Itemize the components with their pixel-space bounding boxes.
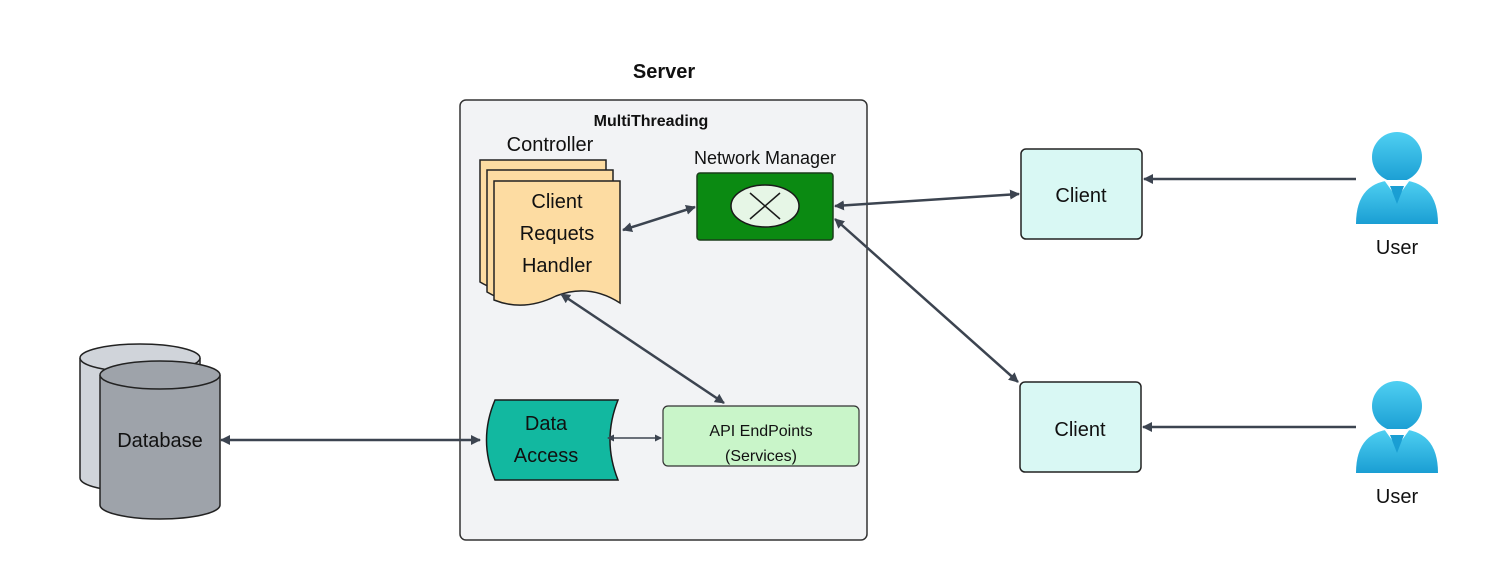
data-access-line-2: Access: [514, 445, 578, 467]
client-box-bottom: Client: [1019, 381, 1142, 473]
client-label-bottom: Client: [1054, 419, 1106, 441]
client-box-top: Client: [1020, 148, 1143, 240]
network-manager-node: [696, 172, 834, 241]
user-icon-top: [1356, 132, 1438, 224]
database-icon: Database: [79, 343, 221, 520]
arrow-handler-network: [622, 204, 696, 233]
handler-line-1: Client: [531, 191, 583, 213]
client-requests-handler: Client Requets Handler: [479, 159, 621, 306]
server-title: Server: [633, 61, 695, 83]
network-manager-label: Network Manager: [694, 148, 836, 168]
database-label: Database: [117, 430, 203, 452]
data-access-line-1: Data: [525, 413, 568, 435]
user-label-bottom: User: [1376, 486, 1419, 508]
api-line-2: (Services): [725, 448, 797, 465]
arrow-network-client-bottom: [834, 218, 1019, 383]
controller-label: Controller: [507, 134, 594, 156]
user-icon-bottom: [1356, 381, 1438, 473]
handler-line-2: Requets: [520, 223, 595, 245]
api-line-1: API EndPoints: [709, 423, 812, 440]
user-label-top: User: [1376, 237, 1419, 259]
data-access-node: Data Access: [485, 399, 620, 481]
arrow-network-client-top: [834, 189, 1020, 211]
client-label-top: Client: [1055, 185, 1107, 207]
api-endpoints-node: API EndPoints (Services): [662, 405, 860, 467]
arrow-handler-api: [560, 292, 725, 405]
handler-line-3: Handler: [522, 255, 592, 277]
multithreading-label: MultiThreading: [594, 113, 709, 130]
connectors: [220, 174, 1356, 445]
